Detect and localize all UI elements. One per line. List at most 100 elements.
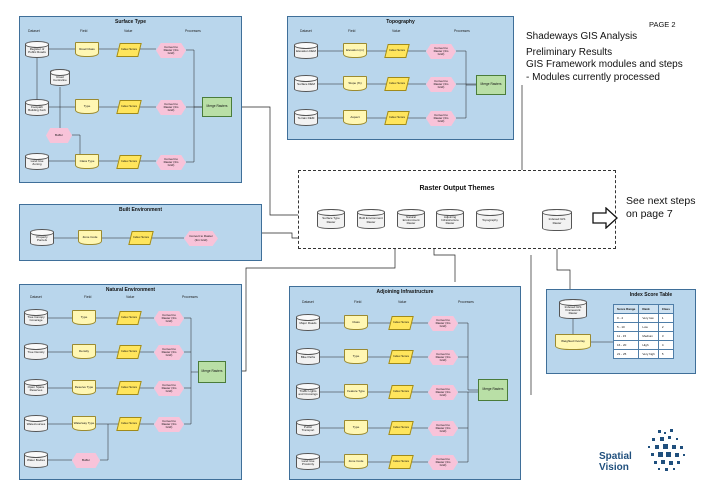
process-hexagon: Convert to Raster (3m Grid) [426,111,456,126]
built-environment-title: Built Environment [118,207,163,213]
field-box: Class Type [75,154,99,169]
col-dataset: Dataset [300,29,312,33]
table-header: Rank [638,304,659,314]
logo-mark-icon [648,429,685,471]
merge-rasters-box: Merge Rasters [198,361,226,383]
value-box: Index Score [116,381,142,395]
dataset-cylinder: Property Parcels [30,229,54,246]
dataset-cylinder: Tree Density [24,343,48,360]
table-cell: 1 [657,313,674,323]
dataset-cylinder: Land Use Zoning [25,153,49,170]
field-box: Elevation (m) [343,43,367,58]
col-dataset: Dataset [28,29,40,33]
table-cell: 4 [657,340,674,350]
table-row: 11 - 15 Medium 3 [612,331,674,341]
value-box: Index Score [388,350,414,364]
natural-environment-panel: Natural Environment Dataset Field Value … [19,284,242,480]
next-arrow-icon [592,207,618,229]
table-cell: Low [638,322,659,332]
value-box: Index Score [116,311,142,325]
see-next-steps: See next steps on page 7 [626,195,696,221]
table-row: 16 - 20 High 4 [612,340,674,350]
value-box: Index Score [384,77,410,91]
col-processes: Processes [458,300,474,304]
table-cell: 2 [657,322,674,332]
built-environment-panel: Built Environment Property Parcels Zone … [19,204,262,261]
col-field: Field [348,29,356,33]
raster-cylinder: Adjoining Infrastructure Raster [436,209,464,229]
field-box: Type [344,420,368,435]
table-row: 21 - 25 Very high 5 [612,349,674,359]
dataset-cylinder: Traffic Lights and Crossings [296,383,320,400]
field-box: Zone Code [344,454,368,469]
table-cell: 21 - 25 [612,349,640,359]
process-hexagon: Convert to Raster (3m Grid) [428,385,458,400]
value-box: Index Score [116,155,142,169]
col-dataset: Dataset [30,295,42,299]
heading-subtitle: Preliminary Results [526,46,613,58]
process-hexagon: Convert to Raster (3m Grid) [156,100,186,115]
dataset-cylinder: Register of Public Roads [25,41,49,58]
table-cell: High [638,340,659,350]
raster-cylinder: Surface Type Raster [317,209,345,229]
dataset-cylinder: Footpath Building Kerb [25,99,49,116]
index-score-table: Score Range Rank Class 0 - 4 Very low 1 … [612,304,674,359]
table-header: Class [657,304,674,314]
heading-line-4: - Modules currently processed [526,71,660,83]
surface-type-panel: Surface Type Dataset Field Value Process… [19,16,242,183]
logo-line-1: Spatial [599,451,632,462]
process-hexagon: Convert to Raster (3m Grid) [428,350,458,365]
field-box: Feature Type [344,384,368,399]
value-box: Index Score [388,455,414,469]
process-hexagon: Convert to Raster (3m Grid) [154,345,184,360]
col-field: Field [354,300,362,304]
buffer-hexagon: Buffer [72,453,100,468]
table-row: 0 - 4 Very low 1 [612,313,674,323]
heading-title: Shadeways GIS Analysis [526,31,638,42]
dataset-cylinder: Road Centreline [50,69,70,86]
dataset-cylinder: Bike Paths [296,348,320,365]
raster-cylinder: Topography [476,209,504,229]
value-box: Index Score [116,100,142,114]
table-cell: Very low [638,313,659,323]
dataset-cylinder: Watercourses [24,415,48,432]
col-value: Value [392,29,401,33]
field-box: Type [344,349,368,364]
logo-line-2: Vision [599,461,629,473]
raster-output-themes: Raster Output Themes Surface Type Raster… [298,170,616,249]
value-box: Index Score [384,111,410,125]
raster-cylinder: Indexed GIS Raster [542,209,572,231]
table-cell: 16 - 20 [612,340,640,350]
field-box: Waterway Type [72,416,96,431]
buffer-hexagon: Buffer [46,128,72,143]
raster-cylinder: Natural Environment Raster [397,209,425,229]
index-score-title: Index Score Table [629,292,673,298]
value-box: Index Score [388,385,414,399]
col-processes: Processes [182,295,198,299]
col-field: Field [84,295,92,299]
field-box: Slope (%) [343,76,367,91]
topography-panel: Topography Dataset Field Value Processes… [287,16,514,140]
dataset-cylinder: Terrain DEM [294,109,318,126]
page-heading: Shadeways GIS Analysis Preliminary Resul… [526,31,683,84]
table-cell: 5 - 10 [612,322,640,332]
field-box: Type [75,99,99,114]
table-cell: 3 [657,331,674,341]
legend-cylinder: Indexed GIS Framework Raster [559,299,587,319]
table-row: 5 - 10 Low 2 [612,322,674,332]
value-box: Index Score [116,417,142,431]
dataset-cylinder: Water Bodies [24,451,48,468]
col-value: Value [126,295,135,299]
field-box: Zone Code [78,230,102,245]
raster-title: Raster Output Themes [419,185,495,192]
process-hexagon: Convert to Raster (3m Grid) [426,77,456,92]
value-box: Index Score [384,44,410,58]
field-box: Road Class [75,42,99,57]
natural-environment-title: Natural Environment [105,287,156,293]
spatial-vision-logo: Spatial Vision [599,451,632,473]
table-cell: Medium [638,331,659,341]
merge-rasters-box: Merge Rasters [202,97,232,117]
process-hexagon: Convert to Raster (3m Grid) [426,44,456,59]
dataset-cylinder: Tree Canopy Coverage [24,309,48,326]
col-field: Field [80,29,88,33]
